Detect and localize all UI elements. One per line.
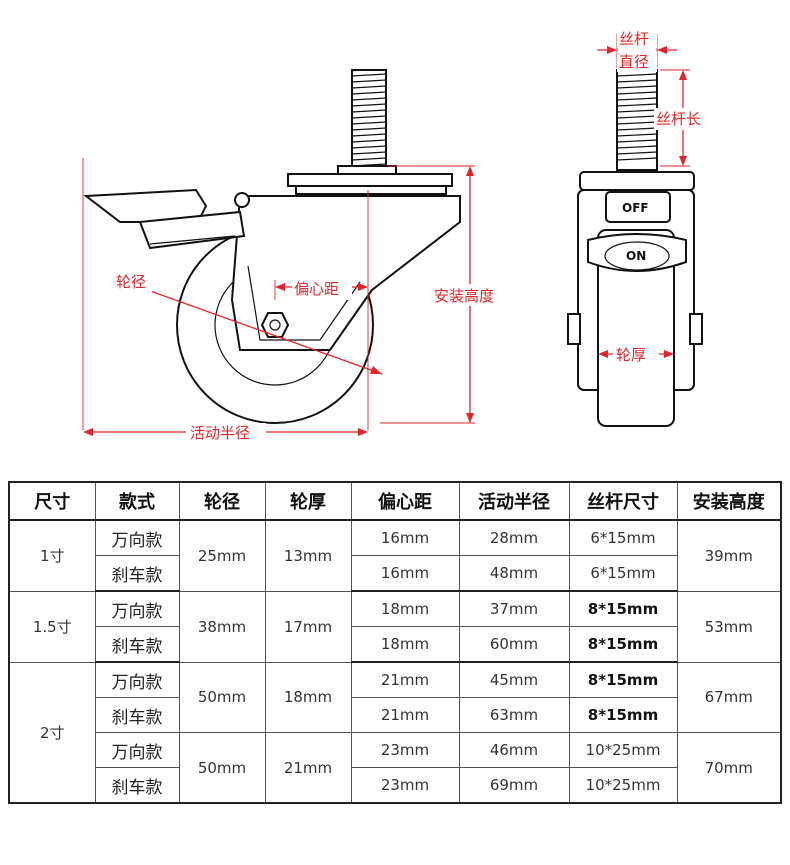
offset-cell: 21mm xyxy=(350,661,460,698)
thickness-cell: 17mm xyxy=(264,590,352,663)
spec-table: 尺寸 款式 轮径 轮厚 偏心距 活动半径 丝杆尺寸 安装高度 1寸 万向款 25… xyxy=(8,481,782,804)
thread-cell: 8*15mm xyxy=(568,661,678,698)
style-cell: 万向款 xyxy=(94,732,180,768)
thread-cell: 8*15mm xyxy=(568,590,678,627)
header-height: 安装高度 xyxy=(676,481,782,521)
table-header-row: 尺寸 款式 轮径 轮厚 偏心距 活动半径 丝杆尺寸 安装高度 xyxy=(8,481,782,521)
brake-off-label: OFF xyxy=(622,201,649,215)
caster-dimension-diagram: 轮径 偏心距 安装高度 活动半径 OFF ON xyxy=(82,28,712,443)
radius-cell: 28mm xyxy=(458,519,570,556)
height-cell: 53mm xyxy=(676,590,782,663)
style-cell: 刹车款 xyxy=(94,697,180,733)
header-thread: 丝杆尺寸 xyxy=(568,481,678,521)
wheel-diameter-cell: 50mm xyxy=(178,661,266,733)
radius-cell: 69mm xyxy=(458,767,570,804)
wheel-diameter-cell: 25mm xyxy=(178,519,266,592)
size-cell: 1寸 xyxy=(8,519,96,592)
label-offset: 偏心距 xyxy=(294,280,339,298)
table-row: 万向款 50mm 21mm 23mm 46mm 10*25mm 70mm xyxy=(9,732,782,804)
wheel-diameter-cell: 50mm xyxy=(178,732,266,804)
thread-cell: 10*25mm xyxy=(568,732,678,768)
thread-cell: 6*15mm xyxy=(568,555,678,592)
table-row: 刹车款 16mm 48mm 6*15mm xyxy=(9,555,781,592)
height-cell: 70mm xyxy=(676,732,782,804)
table-row: 2寸 万向款 50mm 18mm 21mm 45mm 8*15mm 67mm xyxy=(8,661,782,804)
radius-cell: 60mm xyxy=(458,626,570,663)
radius-cell: 63mm xyxy=(458,697,570,733)
height-cell: 39mm xyxy=(676,519,782,592)
offset-cell: 16mm xyxy=(350,555,460,592)
style-cell: 刹车款 xyxy=(94,555,180,592)
offset-cell: 18mm xyxy=(350,590,460,627)
label-install-height: 安装高度 xyxy=(434,287,494,305)
header-radius: 活动半径 xyxy=(458,481,570,521)
table-row: 刹车款 23mm 69mm 10*25mm xyxy=(9,767,781,804)
thickness-cell: 21mm xyxy=(264,732,352,804)
radius-cell: 48mm xyxy=(458,555,570,592)
style-cell: 刹车款 xyxy=(94,767,180,804)
style-cell: 刹车款 xyxy=(94,626,180,663)
wheel-diameter-cell: 38mm xyxy=(178,590,266,663)
offset-cell: 18mm xyxy=(350,626,460,663)
front-view-labels: 丝杆 直径 丝杆长 轮厚 xyxy=(613,28,712,366)
thread-cell: 8*15mm xyxy=(568,626,678,663)
offset-cell: 16mm xyxy=(350,519,460,556)
radius-cell: 37mm xyxy=(458,590,570,627)
header-wheel-diameter: 轮径 xyxy=(178,481,266,521)
header-size: 尺寸 xyxy=(8,481,96,521)
header-thickness: 轮厚 xyxy=(264,481,352,521)
style-cell: 万向款 xyxy=(94,519,180,556)
brake-on-label: ON xyxy=(626,249,646,263)
table-row: 刹车款 18mm 60mm 8*15mm xyxy=(9,626,781,663)
thickness-cell: 13mm xyxy=(264,519,352,592)
style-cell: 万向款 xyxy=(94,590,180,627)
label-swivel-radius: 活动半径 xyxy=(190,424,250,442)
table-row: 1.5寸 万向款 38mm 17mm 18mm 37mm 8*15mm 53mm xyxy=(8,590,782,663)
thickness-cell: 18mm xyxy=(264,661,352,733)
table-row: 1寸 万向款 25mm 13mm 16mm 28mm 6*15mm 39mm xyxy=(8,519,782,592)
table-row: 刹车款 21mm 63mm 8*15mm xyxy=(9,697,781,733)
label-stem-diameter-bottom: 直径 xyxy=(619,53,649,71)
style-cell: 万向款 xyxy=(94,661,180,698)
thread-cell: 6*15mm xyxy=(568,519,678,556)
thread-cell: 10*25mm xyxy=(568,767,678,804)
label-stem-length: 丝杆长 xyxy=(656,110,701,128)
radius-cell: 46mm xyxy=(458,732,570,768)
size-cell: 2寸 xyxy=(8,661,96,804)
thread-cell: 8*15mm xyxy=(568,697,678,733)
label-wheel-thickness: 轮厚 xyxy=(616,346,646,364)
side-view-caster xyxy=(83,69,461,424)
size-cell: 1.5寸 xyxy=(8,590,96,663)
header-style: 款式 xyxy=(94,481,180,521)
offset-cell: 21mm xyxy=(350,697,460,733)
offset-cell: 23mm xyxy=(350,732,460,768)
radius-cell: 45mm xyxy=(458,661,570,698)
label-wheel-diameter: 轮径 xyxy=(116,273,146,291)
offset-cell: 23mm xyxy=(350,767,460,804)
header-offset: 偏心距 xyxy=(350,481,460,521)
label-stem-diameter-top: 丝杆 xyxy=(619,30,649,48)
height-cell: 67mm xyxy=(676,661,782,733)
side-view-labels: 轮径 偏心距 安装高度 活动半径 xyxy=(114,270,510,443)
